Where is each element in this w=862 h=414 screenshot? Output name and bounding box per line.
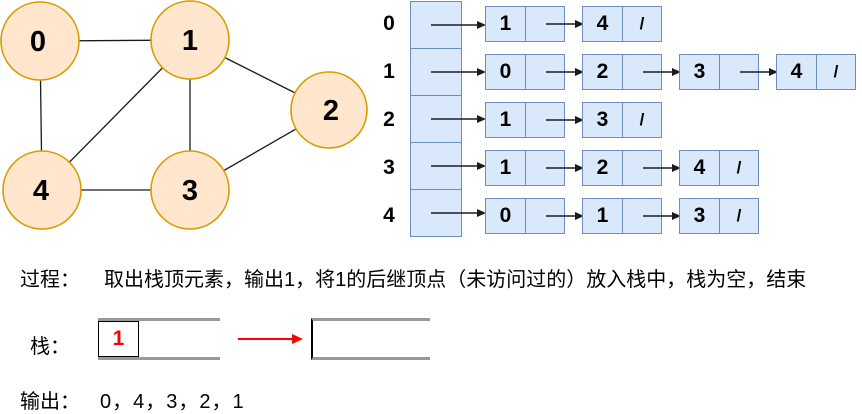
adjacency-rows: 1 4 / 0 2 [485, 0, 856, 240]
stack-cell: 1 [98, 321, 139, 357]
row-label: 0 [383, 12, 395, 35]
node-value: 3 [583, 103, 623, 137]
node-circle [290, 71, 368, 149]
head-cell [410, 189, 486, 237]
row-label: 4 [383, 204, 395, 227]
pointer-arrow-icon [431, 68, 486, 76]
pointer-arrow-icon [431, 209, 486, 217]
node-label: 0 [30, 26, 46, 58]
node-pointer: / [833, 62, 839, 81]
stack-label: 栈： [30, 336, 70, 358]
adjacency-head-column [410, 1, 486, 237]
link-arrow-icon [546, 116, 584, 124]
graph-node-1: 1 [150, 0, 230, 80]
link-arrow-icon [546, 164, 584, 172]
process-line: 过程： 取出栈顶元素，输出1，将1的后继顶点（未访问过的）放入栈中，栈为空，结束 [20, 263, 806, 292]
node-value: 0 [486, 55, 526, 89]
node-circle [150, 0, 230, 80]
adjacency-row-3: 1 2 4 / [485, 144, 856, 192]
list-node: 0 [485, 54, 584, 90]
node-value: 3 [680, 199, 720, 233]
link-arrow-icon [546, 212, 584, 220]
node-value: 4 [680, 151, 720, 185]
list-node: 0 [485, 198, 584, 234]
list-node: 1 [582, 198, 681, 234]
node-value: 1 [583, 199, 623, 233]
link-arrow-icon [740, 68, 778, 76]
adjacency-list: 0 1 2 3 4 [375, 0, 862, 248]
node-label: 3 [182, 175, 198, 207]
node-circle [2, 150, 82, 230]
row-label: 3 [383, 156, 395, 179]
link-arrow-icon [546, 20, 584, 28]
graph-canvas: 0 1 2 3 4 [0, 0, 368, 230]
output-label: 输出： [20, 391, 80, 413]
stack-before: 1 [98, 318, 220, 360]
output-line: 输出： 0，4，3，2，1 [20, 385, 245, 414]
list-node: 1 [485, 102, 584, 138]
head-cell [410, 142, 486, 190]
node-circle [0, 1, 80, 81]
output-values: 0，4，3，2，1 [100, 391, 245, 413]
node-label: 2 [323, 95, 339, 127]
node-pointer: / [639, 14, 645, 33]
node-pointer: / [736, 206, 742, 225]
stack-value: 1 [112, 327, 125, 350]
node-label: 1 [182, 25, 198, 57]
adjacency-row-2: 1 3 / [485, 96, 856, 144]
adjacency-row-labels: 0 1 2 3 4 [375, 0, 403, 240]
head-cell [410, 95, 486, 143]
list-node: 4 / [679, 150, 759, 186]
node-value: 1 [486, 103, 526, 137]
node-value: 4 [583, 7, 623, 41]
link-arrow-icon [643, 68, 681, 76]
link-arrow-icon [546, 68, 584, 76]
list-node: 3 [679, 54, 778, 90]
stack-after [311, 318, 430, 360]
graph-node-0: 0 [0, 1, 80, 81]
node-pointer: / [736, 158, 742, 177]
list-node: 4 / [776, 54, 856, 90]
pointer-arrow-icon [431, 21, 486, 29]
node-value: 3 [680, 55, 720, 89]
list-node: 3 / [582, 102, 662, 138]
pointer-arrow-icon [431, 162, 486, 170]
node-value: 4 [777, 55, 817, 89]
node-value: 2 [583, 151, 623, 185]
process-label: 过程： [20, 269, 80, 291]
list-node: 1 [485, 150, 584, 186]
adjacency-row-4: 0 1 3 / [485, 192, 856, 240]
node-label: 4 [33, 175, 49, 207]
node-pointer: / [639, 110, 645, 129]
row-label: 2 [383, 108, 395, 131]
graph-node-4: 4 [2, 150, 82, 230]
transition-arrow-icon [238, 334, 303, 344]
adjacency-row-0: 1 4 / [485, 0, 856, 48]
row-label: 1 [383, 60, 395, 83]
graph-node-2: 2 [290, 71, 368, 149]
adjacency-row-1: 0 2 3 4 / [485, 48, 856, 96]
list-node: 1 [485, 6, 584, 42]
list-node: 2 [582, 54, 681, 90]
node-circle [150, 150, 230, 230]
node-value: 1 [486, 7, 526, 41]
head-cell [410, 1, 486, 49]
node-value: 1 [486, 151, 526, 185]
list-node: 4 / [582, 6, 662, 42]
process-text: 取出栈顶元素，输出1，将1的后继顶点（未访问过的）放入栈中，栈为空，结束 [104, 269, 807, 291]
node-value: 2 [583, 55, 623, 89]
node-value: 0 [486, 199, 526, 233]
list-node: 3 / [679, 198, 759, 234]
link-arrow-icon [643, 212, 681, 220]
head-cell [410, 48, 486, 96]
pointer-arrow-icon [431, 115, 486, 123]
graph-node-3: 3 [150, 150, 230, 230]
list-node: 2 [582, 150, 681, 186]
link-arrow-icon [643, 164, 681, 172]
